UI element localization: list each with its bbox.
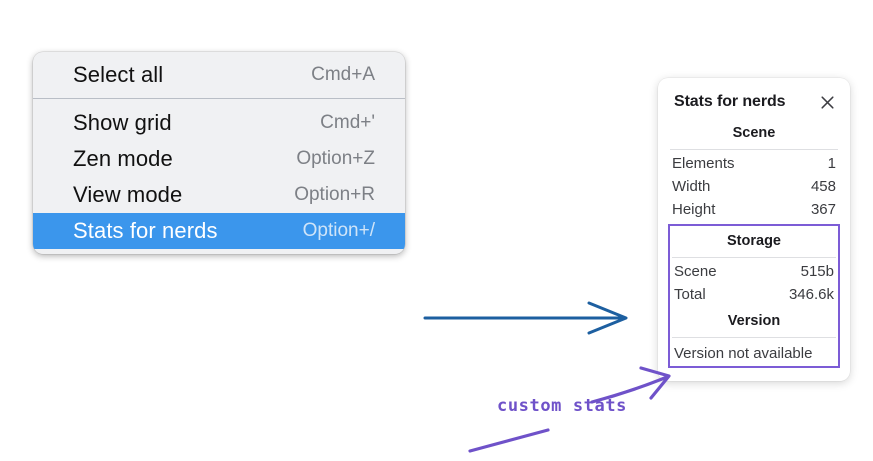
flow-arrow-icon bbox=[423, 301, 628, 335]
stats-section-storage: Storage Scene 515b Total 346.6k bbox=[670, 226, 838, 306]
menu-item-label: Zen mode bbox=[73, 146, 173, 171]
section-divider bbox=[672, 337, 836, 338]
menu-separator bbox=[33, 98, 405, 99]
stats-section-version: Version Version not available bbox=[670, 306, 838, 363]
stats-row-key: Elements bbox=[672, 155, 735, 172]
menu-item-label: Show grid bbox=[73, 110, 172, 135]
menu-item-zen-mode[interactable]: Zen mode Option+Z bbox=[33, 141, 405, 177]
stats-row-value: 367 bbox=[810, 201, 836, 218]
menu-item-stats-for-nerds[interactable]: Stats for nerds Option+/ bbox=[33, 213, 405, 249]
stats-row-value: 346.6k bbox=[788, 286, 834, 303]
menu-item-label: View mode bbox=[73, 182, 183, 207]
section-heading-version: Version bbox=[727, 313, 781, 329]
menu-item-label: Stats for nerds bbox=[73, 218, 218, 243]
stats-row-value: 458 bbox=[810, 178, 836, 195]
annotation-label-custom-stats: custom stats bbox=[497, 396, 628, 416]
stats-row-storage-scene: Scene 515b bbox=[670, 260, 838, 283]
menu-group-1: Select all Cmd+A bbox=[33, 57, 405, 93]
menu-item-show-grid[interactable]: Show grid Cmd+' bbox=[33, 105, 405, 141]
menu-group-2: Show grid Cmd+' Zen mode Option+Z View m… bbox=[33, 105, 405, 249]
stats-row-storage-total: Total 346.6k bbox=[670, 283, 838, 306]
stats-row-value: 515b bbox=[800, 263, 834, 280]
stats-row-key: Total bbox=[674, 286, 706, 303]
menu-item-select-all[interactable]: Select all Cmd+A bbox=[33, 57, 405, 93]
custom-stats-highlight-box: Storage Scene 515b Total 346.6k Version … bbox=[668, 224, 840, 368]
section-divider bbox=[672, 257, 836, 258]
menu-item-shortcut: Option+R bbox=[294, 184, 375, 205]
stats-panel-title: Stats for nerds bbox=[674, 93, 786, 110]
menu-item-shortcut: Cmd+' bbox=[320, 112, 375, 133]
menu-item-label: Select all bbox=[73, 62, 164, 87]
stats-row-height: Height 367 bbox=[668, 198, 840, 221]
stats-row-key: Height bbox=[672, 201, 716, 218]
section-heading-scene: Scene bbox=[732, 125, 776, 141]
section-divider bbox=[670, 149, 838, 150]
stats-row-value: 1 bbox=[827, 155, 836, 172]
stats-panel-titlebar: Stats for nerds bbox=[658, 90, 850, 114]
section-heading-storage: Storage bbox=[727, 233, 781, 249]
stats-row-key: Scene bbox=[674, 263, 717, 280]
stats-section-scene: Scene Elements 1 Width 458 Height 367 bbox=[668, 114, 840, 221]
stats-for-nerds-panel: Stats for nerds Scene Elements 1 Width 4… bbox=[658, 78, 850, 381]
stats-row-elements: Elements 1 bbox=[668, 152, 840, 175]
canvas-context-menu[interactable]: Select all Cmd+A Show grid Cmd+' Zen mod… bbox=[33, 52, 405, 254]
stats-row-version-value: Version not available bbox=[674, 345, 813, 362]
menu-item-shortcut: Cmd+A bbox=[311, 64, 375, 85]
menu-item-shortcut: Option+Z bbox=[296, 148, 375, 169]
annotation-underline-stroke bbox=[468, 428, 550, 453]
stats-panel-body: Scene Elements 1 Width 458 Height 367 St… bbox=[658, 114, 850, 368]
close-icon[interactable] bbox=[819, 94, 836, 111]
stats-row-width: Width 458 bbox=[668, 175, 840, 198]
stats-row-key: Width bbox=[672, 178, 711, 195]
menu-item-view-mode[interactable]: View mode Option+R bbox=[33, 177, 405, 213]
menu-item-shortcut: Option+/ bbox=[302, 220, 375, 241]
